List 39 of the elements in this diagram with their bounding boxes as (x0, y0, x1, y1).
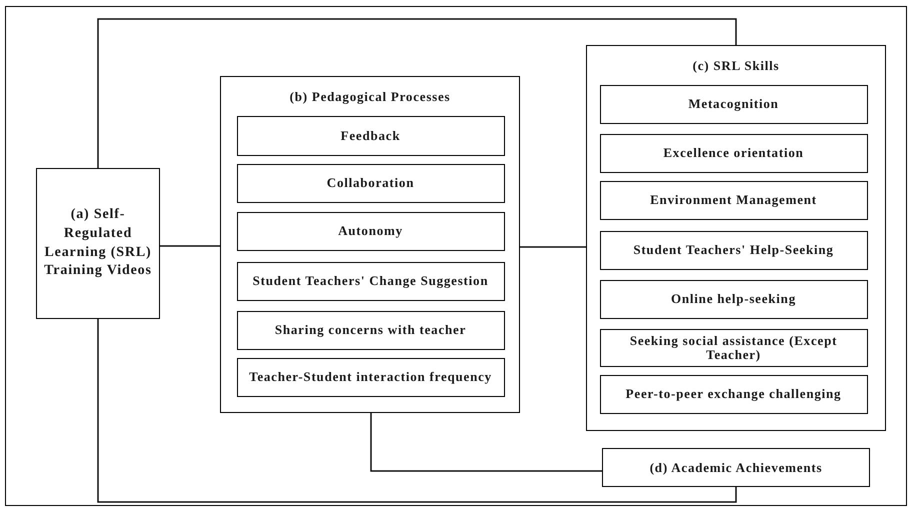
group-heading: (b) Pedagogical Processes (290, 90, 450, 104)
box-label: Environment Management (649, 193, 818, 207)
box-label: (d) Academic Achievements (648, 460, 824, 474)
box-label: Excellence orientation (662, 146, 805, 160)
box-label: Teacher-Student interaction frequency (248, 370, 493, 384)
box-label: Student Teachers' Change Suggestion (252, 274, 490, 288)
connector-line (97, 18, 737, 168)
connector-line (520, 246, 586, 248)
text-box (602, 448, 870, 487)
group-box (586, 45, 886, 431)
box-label: Seeking social assistance (Except Teacher) (628, 334, 838, 362)
connector-line (370, 413, 602, 472)
box-label: Peer-to-peer exchange challenging (624, 387, 842, 401)
text-box (600, 280, 868, 318)
text-box (236, 212, 504, 250)
box-label: Student Teachers' Help-Seeking (632, 243, 835, 257)
box-label: Online help-seeking (670, 292, 797, 306)
text-box (236, 164, 504, 202)
text-box (236, 116, 504, 156)
connector-line (160, 245, 220, 247)
box-label: Autonomy (337, 224, 404, 238)
box-label: Feedback (340, 128, 402, 142)
text-box (236, 262, 504, 300)
text-box (600, 230, 868, 270)
text-box (600, 374, 868, 414)
box-label: Metacognition (687, 97, 780, 111)
text-box (236, 358, 504, 396)
box-label: Collaboration (326, 176, 416, 190)
group-heading: (c) SRL Skills (692, 59, 780, 73)
text-box (600, 328, 868, 366)
text-box (600, 180, 868, 220)
connector-line (97, 319, 737, 503)
text-box (600, 134, 868, 172)
box-label: (a) Self-Regulated Learning (SRL) Training Videos (43, 206, 153, 280)
text-box (236, 310, 504, 350)
box-label: Sharing concerns with teacher (274, 323, 468, 337)
group-box (220, 76, 520, 413)
text-box (36, 168, 160, 319)
text-box (600, 84, 868, 124)
